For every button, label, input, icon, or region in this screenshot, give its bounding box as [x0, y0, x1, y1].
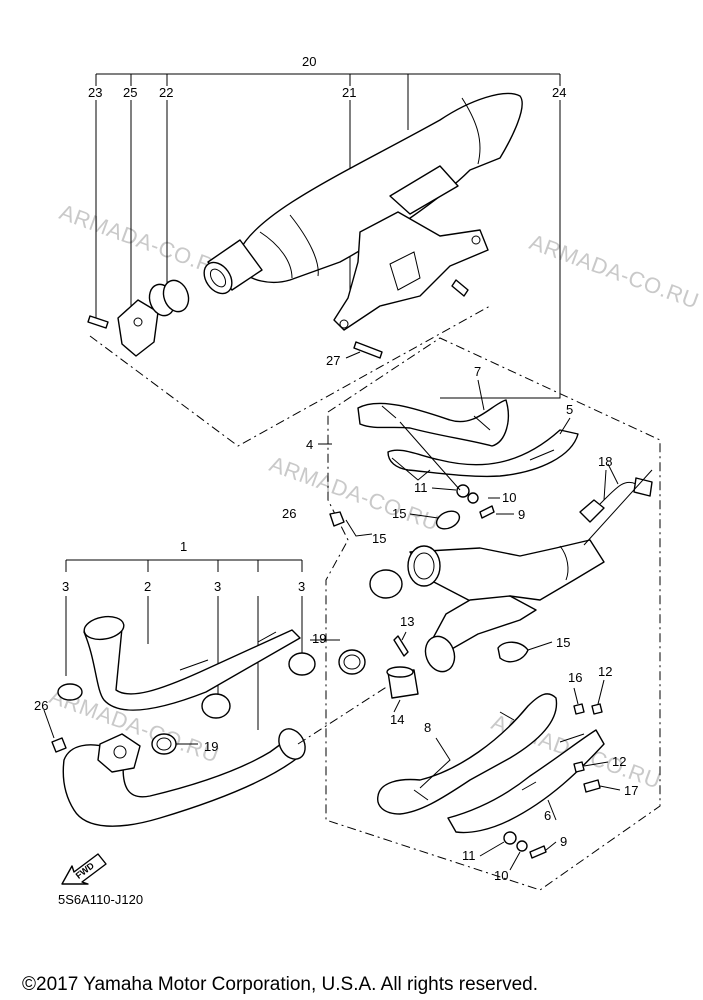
callout-21: 21: [342, 85, 356, 100]
lower-heat-shield-group: [377, 693, 605, 859]
callout-23: 23: [88, 85, 102, 100]
diagram-code: 5S6A110-J120: [58, 892, 143, 907]
callout-5: 5: [566, 402, 573, 417]
callout-7: 7: [474, 364, 481, 379]
callout-15: 15: [372, 531, 386, 546]
callout-11: 11: [414, 480, 428, 495]
exhaust-pipe-assembly: [43, 559, 389, 827]
callout-18: 18: [598, 454, 612, 469]
callout-leaders: [393, 379, 621, 871]
callout-13: 13: [400, 614, 414, 629]
callout-9: 9: [560, 834, 567, 849]
callout-17: 17: [624, 783, 638, 798]
assembly-outline: [325, 337, 661, 891]
callout-10: 10: [494, 868, 508, 883]
callout-labels: 20 23 25 22 21 24 27 7 5 4 18 11 10 9 26…: [34, 54, 638, 883]
callout-26: 26: [34, 698, 48, 713]
callout-15: 15: [556, 635, 570, 650]
callout-12: 12: [598, 664, 612, 679]
callout-27: 27: [326, 353, 340, 368]
callout-3: 3: [298, 579, 305, 594]
muffler-group: [87, 73, 561, 447]
callout-11: 11: [462, 848, 476, 863]
callout-20: 20: [302, 54, 316, 69]
copyright-notice: ©2017 Yamaha Motor Corporation, U.S.A. A…: [22, 974, 538, 995]
callout-24: 24: [552, 85, 566, 100]
callout-15: 15: [392, 506, 406, 521]
callout-8: 8: [424, 720, 431, 735]
watermark: ARMADA-CO.RU: [526, 229, 702, 313]
callout-19: 19: [204, 739, 218, 754]
callout-26: 26: [282, 506, 296, 521]
callout-3: 3: [62, 579, 69, 594]
upper-heat-shield-group: [318, 399, 579, 519]
callout-6: 6: [544, 808, 551, 823]
callout-14: 14: [390, 712, 404, 727]
callout-22: 22: [159, 85, 173, 100]
callout-16: 16: [568, 670, 582, 685]
callout-2: 2: [144, 579, 151, 594]
callout-4: 4: [306, 437, 313, 452]
forward-arrow-icon: FWD: [61, 853, 107, 885]
callout-10: 10: [502, 490, 516, 505]
collector-pipe: [329, 469, 653, 699]
callout-1: 1: [180, 539, 187, 554]
callout-19: 19: [312, 631, 326, 646]
callout-12: 12: [612, 754, 626, 769]
o2-sensor: [579, 463, 653, 523]
callout-3: 3: [214, 579, 221, 594]
callout-9: 9: [518, 507, 525, 522]
callout-25: 25: [123, 85, 137, 100]
